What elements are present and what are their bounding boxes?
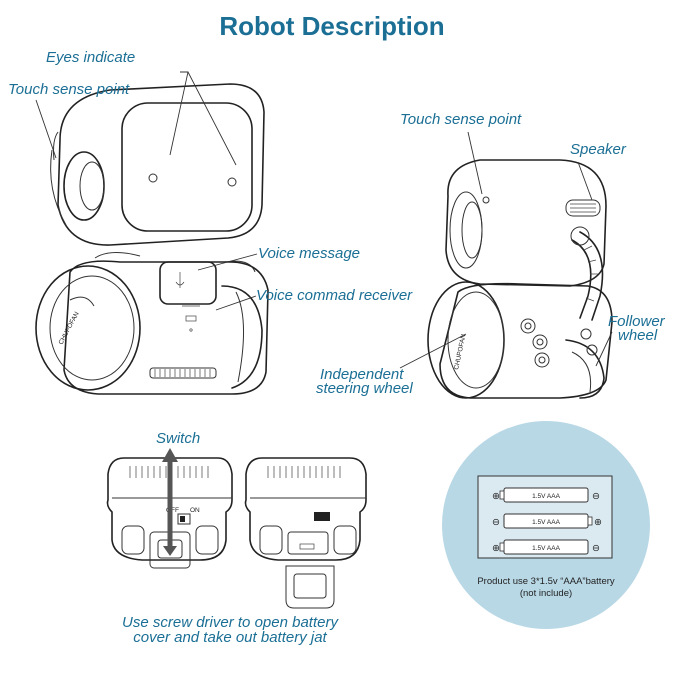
label-touch-sense-right: Touch sense point <box>400 111 522 128</box>
svg-text:⊕: ⊕ <box>594 517 602 528</box>
battery-cell-2: 1.5V AAA ⊖ ⊕ <box>492 513 602 529</box>
label-independent-2: steering wheel <box>316 380 413 397</box>
svg-text:CHUPOFAN: CHUPOFAN <box>58 310 81 345</box>
battery-note-line-2: (not include) <box>520 588 572 599</box>
leader-eyes <box>169 71 237 166</box>
switch-off-label: OFF <box>166 507 179 514</box>
instruction-line-2: cover and take out battery jat <box>133 629 327 646</box>
svg-text:⊖: ⊖ <box>492 517 500 528</box>
svg-text:1.5V AAA: 1.5V AAA <box>532 519 560 526</box>
robot-side-view: CHUPOFAN <box>427 159 613 399</box>
battery-cell-3: 1.5V AAA ⊕ ⊖ <box>492 539 600 555</box>
svg-text:⊖: ⊖ <box>592 543 600 554</box>
leader-voice-message <box>197 253 258 271</box>
label-touch-sense-left: Touch sense point <box>8 81 130 98</box>
svg-text:CHUPOFAN: CHUPOFAN <box>453 333 467 370</box>
label-follower-wheel-1: Follower <box>608 313 666 330</box>
robot-front-view: CHUPOFAN <box>35 83 269 395</box>
battery-cell-1: 1.5V AAA ⊕ ⊖ <box>492 487 600 503</box>
leader-touch-right <box>467 131 483 195</box>
label-voice-message: Voice message <box>258 245 360 262</box>
robot-bottom-switch-view: OFF ON <box>106 448 233 569</box>
switch-on-label: ON <box>190 507 200 514</box>
svg-text:⊖: ⊖ <box>592 491 600 502</box>
label-speaker: Speaker <box>570 141 627 158</box>
battery-note-line-1: Product use 3*1.5v “AAA”battery <box>477 576 615 587</box>
label-follower-wheel-2: wheel <box>618 327 658 344</box>
label-eyes-indicate: Eyes indicate <box>46 49 135 66</box>
page-title: Robot Description <box>219 11 444 41</box>
label-switch: Switch <box>156 430 200 447</box>
svg-text:1.5V AAA: 1.5V AAA <box>532 493 560 500</box>
leader-speaker <box>577 161 593 201</box>
svg-text:⊕: ⊕ <box>492 491 500 502</box>
leader-steering <box>399 333 467 369</box>
leader-voice-receiver <box>215 295 257 311</box>
svg-text:⊕: ⊕ <box>492 543 500 554</box>
instruction-line-1: Use screw driver to open battery <box>122 614 339 631</box>
label-independent-1: Independent <box>320 366 404 383</box>
svg-text:1.5V AAA: 1.5V AAA <box>532 545 560 552</box>
label-voice-command-receiver: Voice commad receiver <box>256 287 413 304</box>
leader-touch-left <box>35 99 57 159</box>
leader-follower <box>595 331 613 367</box>
battery-compartment-inset: 1.5V AAA ⊕ ⊖ 1.5V AAA ⊖ ⊕ 1.5V AAA ⊕ ⊖ P… <box>442 421 650 629</box>
robot-bottom-cover-view <box>244 457 367 609</box>
